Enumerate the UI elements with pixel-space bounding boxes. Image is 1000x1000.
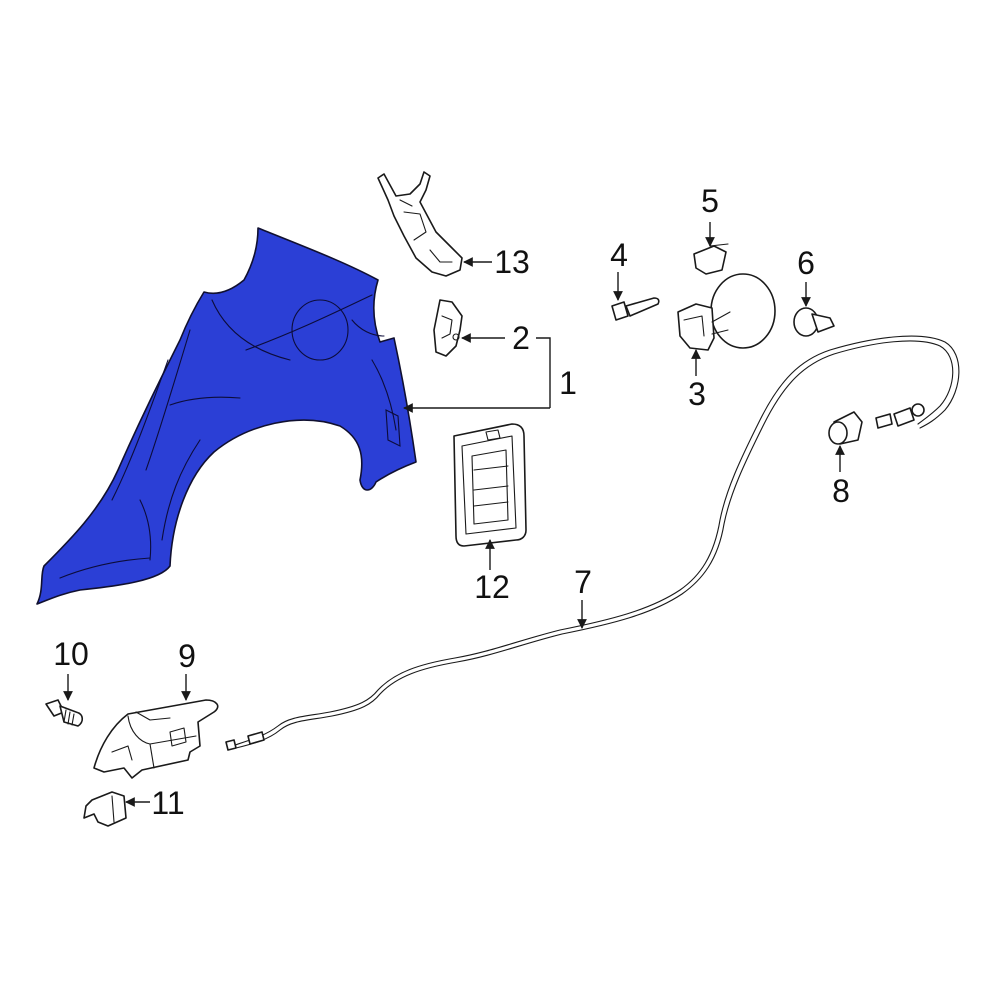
callout-6: 6 bbox=[797, 245, 815, 281]
grommet[interactable] bbox=[793, 307, 835, 337]
clip[interactable] bbox=[693, 243, 729, 275]
fuel-door-housing[interactable] bbox=[453, 423, 527, 547]
callout-4: 4 bbox=[610, 237, 628, 273]
callout-10: 10 bbox=[53, 636, 89, 672]
fuel-filler-door[interactable] bbox=[677, 273, 776, 351]
cable-grommet[interactable] bbox=[828, 411, 863, 445]
bolt[interactable] bbox=[611, 297, 660, 321]
screw[interactable] bbox=[45, 699, 84, 727]
callout-7: 7 bbox=[574, 564, 592, 600]
callout-2: 2 bbox=[512, 320, 530, 356]
callout-8: 8 bbox=[832, 473, 850, 509]
upper-bracket[interactable] bbox=[377, 171, 463, 277]
callout-5: 5 bbox=[701, 183, 719, 219]
switch[interactable] bbox=[83, 791, 127, 827]
small-bracket[interactable] bbox=[433, 299, 463, 357]
callout-9: 9 bbox=[178, 638, 196, 674]
callout-11: 11 bbox=[151, 785, 184, 821]
quarter-panel[interactable] bbox=[36, 227, 417, 605]
callout-3: 3 bbox=[688, 376, 706, 412]
callout-labels: 1 2 3 4 5 6 7 8 9 10 11 12 13 bbox=[53, 183, 850, 821]
release-cable[interactable] bbox=[225, 335, 960, 751]
callout-12: 12 bbox=[474, 569, 510, 605]
callout-13: 13 bbox=[494, 244, 530, 280]
callout-1: 1 bbox=[559, 365, 577, 401]
release-lever-cover[interactable] bbox=[93, 699, 219, 779]
leader-lines bbox=[63, 222, 845, 807]
